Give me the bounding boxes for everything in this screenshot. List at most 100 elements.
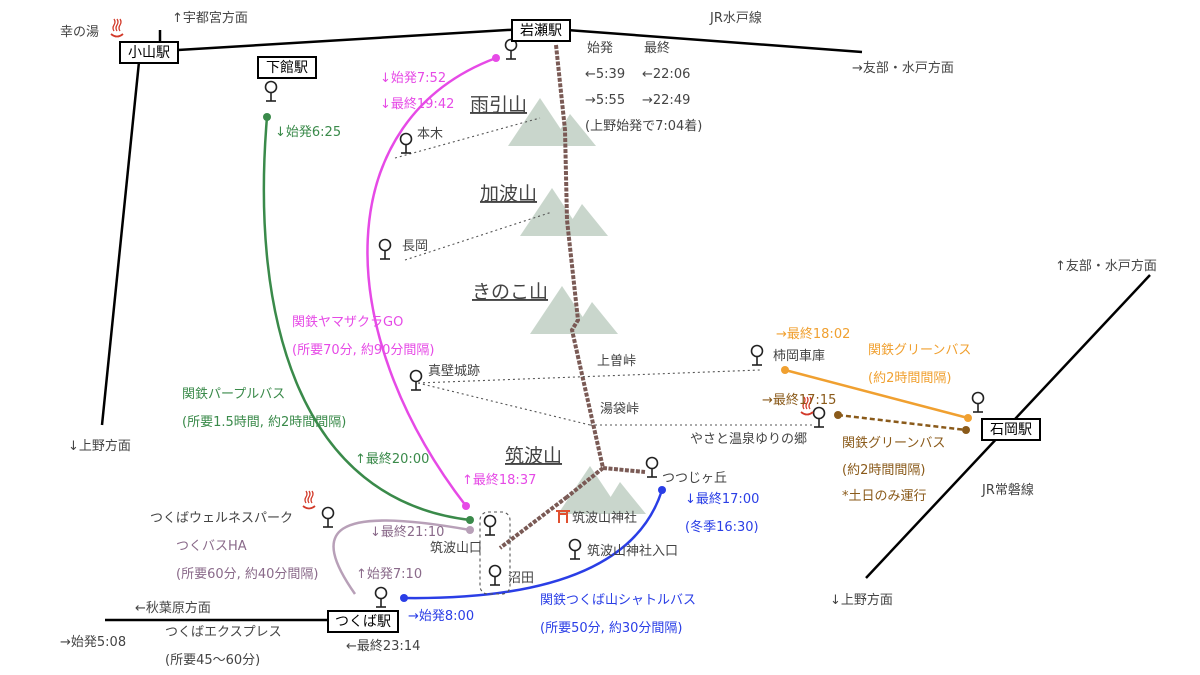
station-oyama[interactable]: 小山駅 [119, 41, 179, 64]
tx-name: つくばエクスプレス [165, 625, 282, 640]
yamazakura-info: (所要70分, 約90分間隔) [292, 343, 435, 358]
mountain-icon [558, 466, 646, 514]
tomobe-direction-right: ↑友部・水戸方面 [1055, 258, 1157, 274]
numata-label: 沼田 [508, 571, 534, 586]
nagaoka-label: 長岡 [402, 239, 428, 254]
jinja-iriguchi-label: 筑波山神社入口 [587, 543, 678, 559]
akihabara-direction: ←秋葉原方面 [135, 600, 211, 616]
tx-info: (所要45〜60分) [165, 653, 260, 668]
timetable-note: (上野始発で7:04着) [585, 118, 702, 134]
yamazakura-name: 関鉄ヤマザクラGO [292, 315, 403, 330]
timetable-first-header: 始発 [587, 41, 613, 56]
station-shimodate-label: 下館駅 [266, 59, 308, 76]
station-shimodate[interactable]: 下館駅 [257, 56, 317, 79]
yubukuro-label: 湯袋峠 [600, 402, 639, 417]
shuttle-info: (所要50分, 約30分間隔) [540, 621, 683, 636]
mito-line-west [177, 26, 541, 52]
green-bus-yasato-last: →最終17:15 [762, 392, 836, 408]
shuttle-last: ↓最終17:00 [685, 491, 759, 507]
purple-bus-last: ↑最終20:00 [355, 451, 429, 467]
bus-stop-icon [399, 132, 413, 154]
yasato-onsen-label: やさと温泉ゆりの郷 [690, 431, 807, 447]
shuttle-name: 関鉄つくば山シャトルバス [540, 593, 696, 608]
shuttle-route [403, 489, 664, 600]
mountain-amabiki-label: 雨引山 [470, 94, 527, 116]
bus-stop-icon [409, 369, 423, 391]
bus-stop-icon [483, 514, 497, 536]
onsen-icon [110, 18, 124, 38]
purple-bus-info: (所要1.5時間, 約2時間間隔) [182, 415, 346, 430]
bus-ha-last: ↓最終21:10 [370, 524, 444, 540]
purple-bus-name: 関鉄パープルバス [182, 387, 285, 402]
timetable-last-header: 最終 [644, 40, 670, 56]
station-ishioka-label: 石岡駅 [990, 422, 1032, 438]
purple-bus-first: ↓始発6:25 [275, 125, 341, 140]
bus-routes [262, 54, 972, 602]
tsukubasan-jinja-label: 筑波山神社 [572, 510, 637, 526]
mito-line-east [539, 26, 863, 54]
bus-stop-icon [568, 538, 582, 560]
yamazakura-last-down: ↓最終19:42 [380, 96, 454, 112]
bus-ha-name: つくバスHA [176, 539, 247, 554]
bus-stop-icon [488, 564, 502, 586]
bus-ha-route [332, 519, 471, 595]
bus-stop-icon [378, 238, 392, 260]
bus-stop-icon [750, 344, 764, 366]
kamisone-label: 上曽峠 [597, 354, 636, 369]
green-bus-yasato-info: (約2時間間隔) [842, 463, 925, 478]
yamazakura-route [366, 56, 497, 507]
tsutsujigaoka-label: つつじヶ丘 [662, 471, 727, 486]
bus-stop-icon [971, 391, 985, 413]
wellness-park-label: つくばウェルネスパーク [150, 511, 293, 526]
timetable-right-first: →5:55 [585, 93, 625, 108]
purple-bus-route [262, 116, 471, 522]
bus-stop-icon [264, 80, 278, 102]
green-bus-yasato-note: *土日のみ運行 [842, 489, 927, 504]
bus-stop-icon [812, 406, 826, 428]
green-bus-kakioka-last: →最終18:02 [776, 326, 850, 342]
utsunomiya-direction: ↑宇都宮方面 [172, 10, 248, 26]
shuttle-first: →始発8:00 [408, 609, 474, 624]
dotted-connectors [394, 117, 812, 426]
green-bus-kakioka-name: 関鉄グリーンバス [868, 343, 971, 358]
station-tsukuba-label: つくば駅 [335, 614, 391, 630]
joban-line-label: JR常磐線 [981, 482, 1034, 498]
oyama-ueno-line [100, 51, 142, 426]
station-iwase-label: 岩瀬駅 [520, 23, 562, 39]
bus-stop-icon [504, 38, 518, 60]
green-bus-yasato-route [837, 413, 967, 432]
sanguchi-box [479, 511, 511, 595]
station-ishioka[interactable]: 石岡駅 [981, 418, 1041, 441]
bus-stop-icon [374, 586, 388, 608]
station-iwase[interactable]: 岩瀬駅 [511, 19, 571, 42]
kakioka-label: 柿岡車庫 [773, 348, 825, 364]
bus-ha-info: (所要60分, 約40分間隔) [176, 567, 319, 582]
green-bus-kakioka-info: (約2時間間隔) [868, 371, 951, 386]
saiwai-yu-label: 幸の湯 [60, 25, 99, 40]
onsen-icon [302, 490, 316, 510]
mountain-kaba-label: 加波山 [480, 183, 537, 205]
rail-lines [100, 26, 1151, 622]
tx-first: →始発5:08 [60, 635, 126, 650]
mito-line-label: JR水戸線 [709, 10, 762, 26]
shuttle-last-winter: (冬季16:30) [685, 519, 759, 535]
timetable-left-last: ←22:06 [642, 67, 690, 82]
motoki-label: 本木 [417, 127, 443, 142]
ueno-direction-right: ↓上野方面 [830, 592, 893, 608]
tsukuba-sanguchi-label: 筑波山口 [430, 540, 482, 556]
tomobe-direction-top: →友部・水戸方面 [852, 60, 954, 76]
tx-last: ←最終23:14 [346, 638, 420, 654]
torii-icon [556, 510, 570, 523]
ueno-direction-left: ↓上野方面 [68, 438, 131, 454]
timetable-right-last: →22:49 [642, 93, 690, 108]
yamazakura-first: ↓始発7:52 [380, 71, 446, 86]
bus-stop-icon [645, 456, 659, 478]
station-oyama-label: 小山駅 [128, 45, 170, 61]
bus-stop-icon [321, 506, 335, 528]
yamazakura-last-up: ↑最終18:37 [462, 472, 536, 488]
station-tsukuba[interactable]: つくば駅 [327, 610, 399, 633]
hiking-trail [498, 44, 646, 550]
mountain-kinoko-label: きのこ山 [472, 281, 548, 303]
mountain-tsukuba-label: 筑波山 [505, 445, 562, 467]
